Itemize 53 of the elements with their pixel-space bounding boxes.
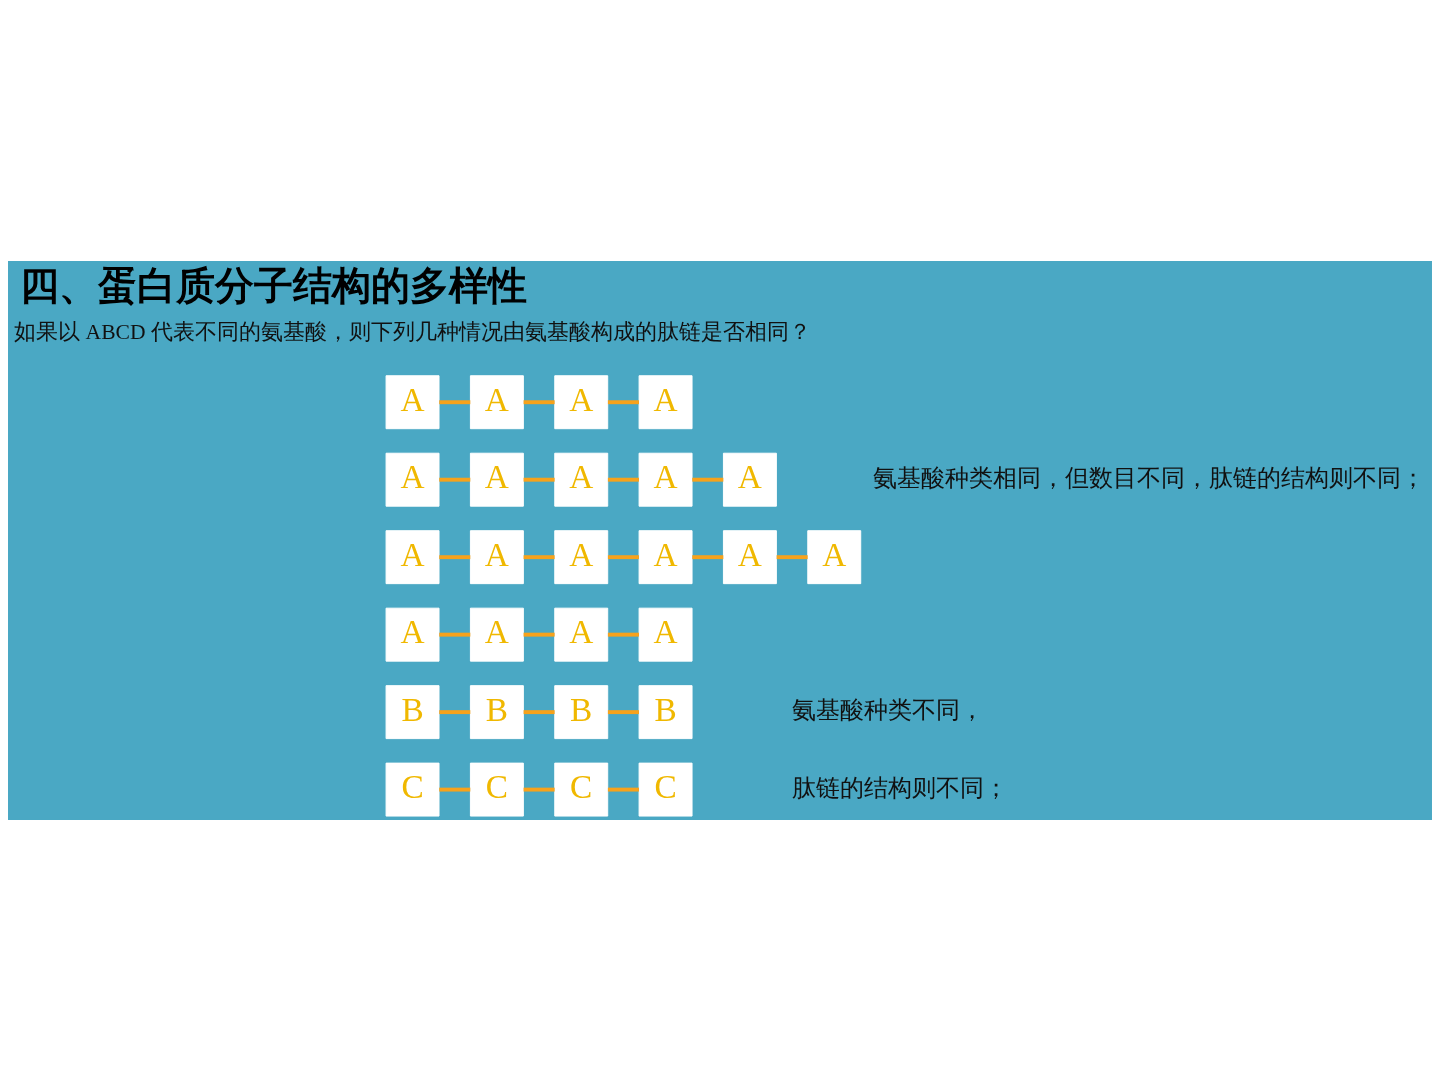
node-box: A [638, 607, 693, 662]
node-box: A [638, 452, 693, 507]
connector [607, 709, 639, 714]
connector [523, 477, 555, 482]
node-box: A [722, 529, 777, 584]
connector [523, 554, 555, 559]
label: 氨基酸种类相同，但数目不同，肽链的结构则不同； [873, 464, 1426, 491]
connector [523, 709, 555, 714]
node-box: A [807, 529, 862, 584]
connector [692, 477, 724, 482]
connector [692, 554, 724, 559]
node-box: A [469, 529, 524, 584]
connector [607, 554, 639, 559]
node-box: A [638, 374, 693, 429]
node-box: A [469, 374, 524, 429]
node-box: A [554, 607, 609, 662]
node-box: B [469, 684, 524, 739]
connector [523, 399, 555, 404]
node-box: A [554, 374, 609, 429]
connector [607, 632, 639, 637]
connector [523, 787, 555, 792]
label: 肽链的结构则不同； [791, 774, 1008, 801]
label: 氨基酸种类不同， [792, 696, 985, 723]
connector [439, 399, 471, 404]
node-box: A [385, 607, 440, 662]
diagram-title: 四、蛋白质分子结构的多样性 [19, 262, 527, 308]
connector [439, 554, 471, 559]
connector [607, 787, 639, 792]
node-box: A [385, 452, 440, 507]
connector [439, 632, 471, 637]
node-box: A [554, 529, 609, 584]
connector [607, 477, 639, 482]
connector [439, 477, 471, 482]
connector [607, 399, 639, 404]
node-box: C [638, 762, 693, 817]
node-box: A [385, 374, 440, 429]
node-box: A [722, 452, 777, 507]
node-box: B [638, 684, 693, 739]
node-box: C [385, 762, 440, 817]
connector [439, 787, 471, 792]
connector [439, 709, 471, 714]
node-box: A [554, 452, 609, 507]
node-box: B [385, 684, 440, 739]
node-box: A [469, 607, 524, 662]
node-box: A [469, 452, 524, 507]
connector [523, 632, 555, 637]
connector [776, 554, 808, 559]
node-box: A [638, 529, 693, 584]
node-box: C [469, 762, 524, 817]
node-box: C [554, 762, 609, 817]
label: 如果以 ABCD 代表不同的氨基酸，则下列几种情况由氨基酸构成的肽链是否相同？ [14, 319, 811, 344]
node-box: B [554, 684, 609, 739]
node-box: A [385, 529, 440, 584]
